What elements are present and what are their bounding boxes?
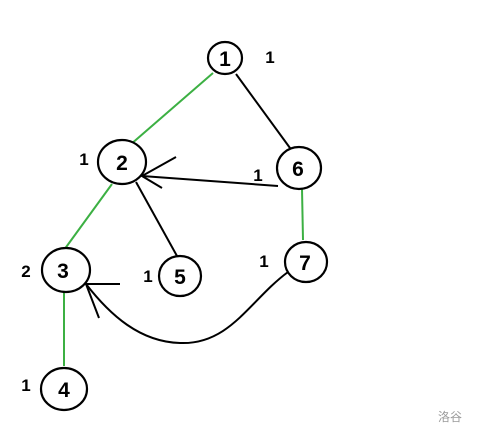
node-2-weight: 1 bbox=[79, 150, 88, 169]
node-4: 4 bbox=[39, 366, 89, 412]
node-7-label: 7 bbox=[299, 252, 311, 275]
node-6-label: 6 bbox=[292, 158, 304, 181]
node-7: 7 bbox=[283, 240, 329, 284]
node-7-weight: 1 bbox=[259, 252, 268, 271]
node-5-circle bbox=[157, 254, 203, 298]
node-6-circle bbox=[275, 145, 323, 191]
node-2: 2 bbox=[96, 138, 148, 186]
node-5-weight: 1 bbox=[143, 267, 152, 286]
weights-layer: 1 1 2 1 1 1 1 bbox=[21, 48, 274, 395]
edge-6-2 bbox=[141, 175, 279, 187]
edge-2-3 bbox=[63, 183, 113, 251]
node-3: 3 bbox=[40, 246, 92, 294]
node-5-label: 5 bbox=[174, 266, 186, 289]
node-1-label: 1 bbox=[219, 48, 231, 71]
node-4-weight: 1 bbox=[21, 376, 30, 395]
node-3-weight: 2 bbox=[21, 262, 30, 281]
node-2-circle bbox=[96, 138, 148, 186]
node-1-circle bbox=[206, 40, 244, 76]
node-1-weight: 1 bbox=[265, 48, 274, 67]
arrowhead-7-3 bbox=[84, 283, 120, 319]
watermark-text: 洛谷 bbox=[438, 409, 462, 424]
node-1: 1 bbox=[206, 40, 244, 76]
edge-1-6 bbox=[235, 73, 291, 149]
node-4-label: 4 bbox=[58, 379, 70, 402]
node-7-circle bbox=[283, 240, 329, 284]
arrowheads-layer bbox=[84, 156, 177, 319]
nodes-layer: 1 2 3 4 5 6 7 bbox=[39, 40, 329, 412]
node-5: 5 bbox=[157, 254, 203, 298]
edge-1-2 bbox=[129, 72, 214, 146]
node-6-weight: 1 bbox=[253, 166, 262, 185]
node-3-circle bbox=[40, 246, 92, 294]
edge-6-7 bbox=[301, 188, 304, 241]
node-6: 6 bbox=[275, 145, 323, 191]
node-4-circle bbox=[39, 366, 89, 412]
edge-2-5 bbox=[135, 181, 178, 257]
node-3-label: 3 bbox=[57, 260, 69, 283]
edges-layer bbox=[63, 72, 304, 366]
arrowhead-6-2 bbox=[140, 156, 177, 189]
edge-7-3 bbox=[85, 271, 289, 345]
node-2-label: 2 bbox=[116, 152, 128, 175]
